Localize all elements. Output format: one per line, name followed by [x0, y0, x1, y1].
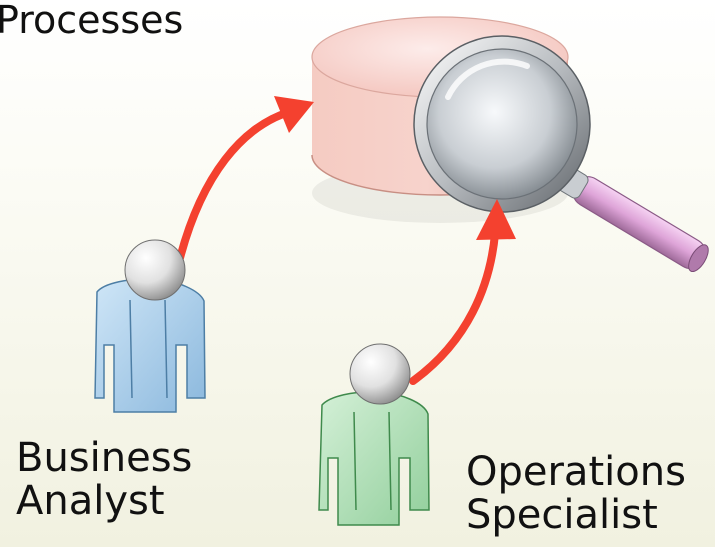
business-analyst-label-line: Analyst [16, 478, 165, 525]
business-analyst-label: Business Analyst [16, 435, 193, 525]
person-icon [318, 343, 430, 526]
processes-title: Processes [0, 0, 184, 42]
operations-specialist-label: Operations Specialist [466, 449, 686, 539]
arrow-icon [176, 96, 314, 262]
operations-specialist-label-line: Specialist [466, 492, 658, 539]
arrow-icon [409, 199, 516, 385]
operations-specialist-label-line: Operations [466, 449, 686, 495]
magnifying-glass-icon [413, 35, 709, 273]
business-analyst-label-line: Business [16, 435, 193, 481]
person-icon [94, 239, 206, 413]
